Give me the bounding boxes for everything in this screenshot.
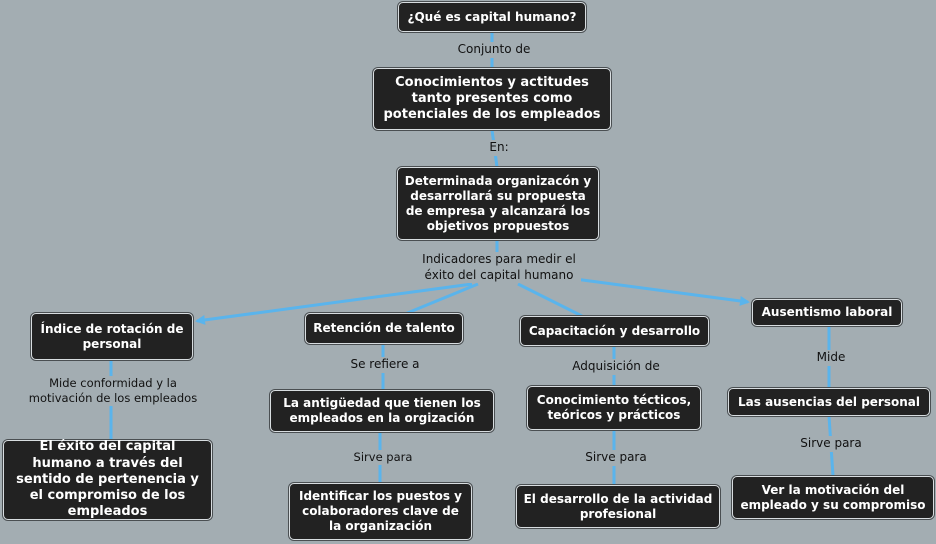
- edge-to-ausentismo: [574, 277, 750, 306]
- node-capacitacion[interactable]: Capacitación y desarrollo: [520, 316, 709, 346]
- edge-to-capacitacion: [517, 282, 583, 318]
- label-sirve-para-capacitacion: Sirve para: [576, 450, 656, 466]
- label-sirve-para-retencion: Sirve para: [345, 450, 421, 465]
- label-se-refiere-a: Se refiere a: [341, 357, 429, 373]
- node-desarrollo-actividad[interactable]: El desarrollo de la actividad profesiona…: [516, 485, 720, 528]
- label-adquisicion-de: Adquisición de: [562, 359, 670, 375]
- node-exito[interactable]: El éxito del capital humano a través del…: [3, 439, 212, 520]
- node-root[interactable]: ¿Qué es capital humano?: [398, 2, 586, 32]
- label-mide-conformidad: Mide conformidad y la motivación de los …: [18, 376, 208, 406]
- label-mide: Mide: [810, 350, 852, 366]
- node-identificar[interactable]: Identificar los puestos y colaboradores …: [289, 483, 472, 540]
- node-ausencias[interactable]: Las ausencias del personal: [728, 388, 930, 416]
- node-motivacion[interactable]: Ver la motivación del empleado y su comp…: [732, 476, 934, 519]
- label-sirve-para-ausentismo: Sirve para: [792, 436, 870, 452]
- node-conocimiento-tecnico[interactable]: Conocimiento técticos, teóricos y prácti…: [527, 386, 701, 430]
- edge-to-indice: [195, 282, 473, 325]
- node-retencion[interactable]: Retención de talento: [305, 313, 463, 344]
- node-organizacion[interactable]: Determinada organizacón y desarrollará s…: [397, 167, 599, 240]
- label-en: En:: [482, 140, 516, 156]
- node-conocimientos[interactable]: Conocimientos y actitudes tanto presente…: [373, 68, 611, 130]
- label-indicadores: Indicadores para medir el éxito del capi…: [417, 252, 581, 284]
- label-conjunto-de: Conjunto de: [448, 42, 540, 58]
- node-antiguedad[interactable]: La antigüedad que tienen los empleados e…: [270, 390, 494, 432]
- node-ausentismo[interactable]: Ausentismo laboral: [752, 299, 902, 326]
- edge-to-retencion: [399, 282, 479, 318]
- node-indice[interactable]: Índice de rotación de personal: [31, 313, 193, 360]
